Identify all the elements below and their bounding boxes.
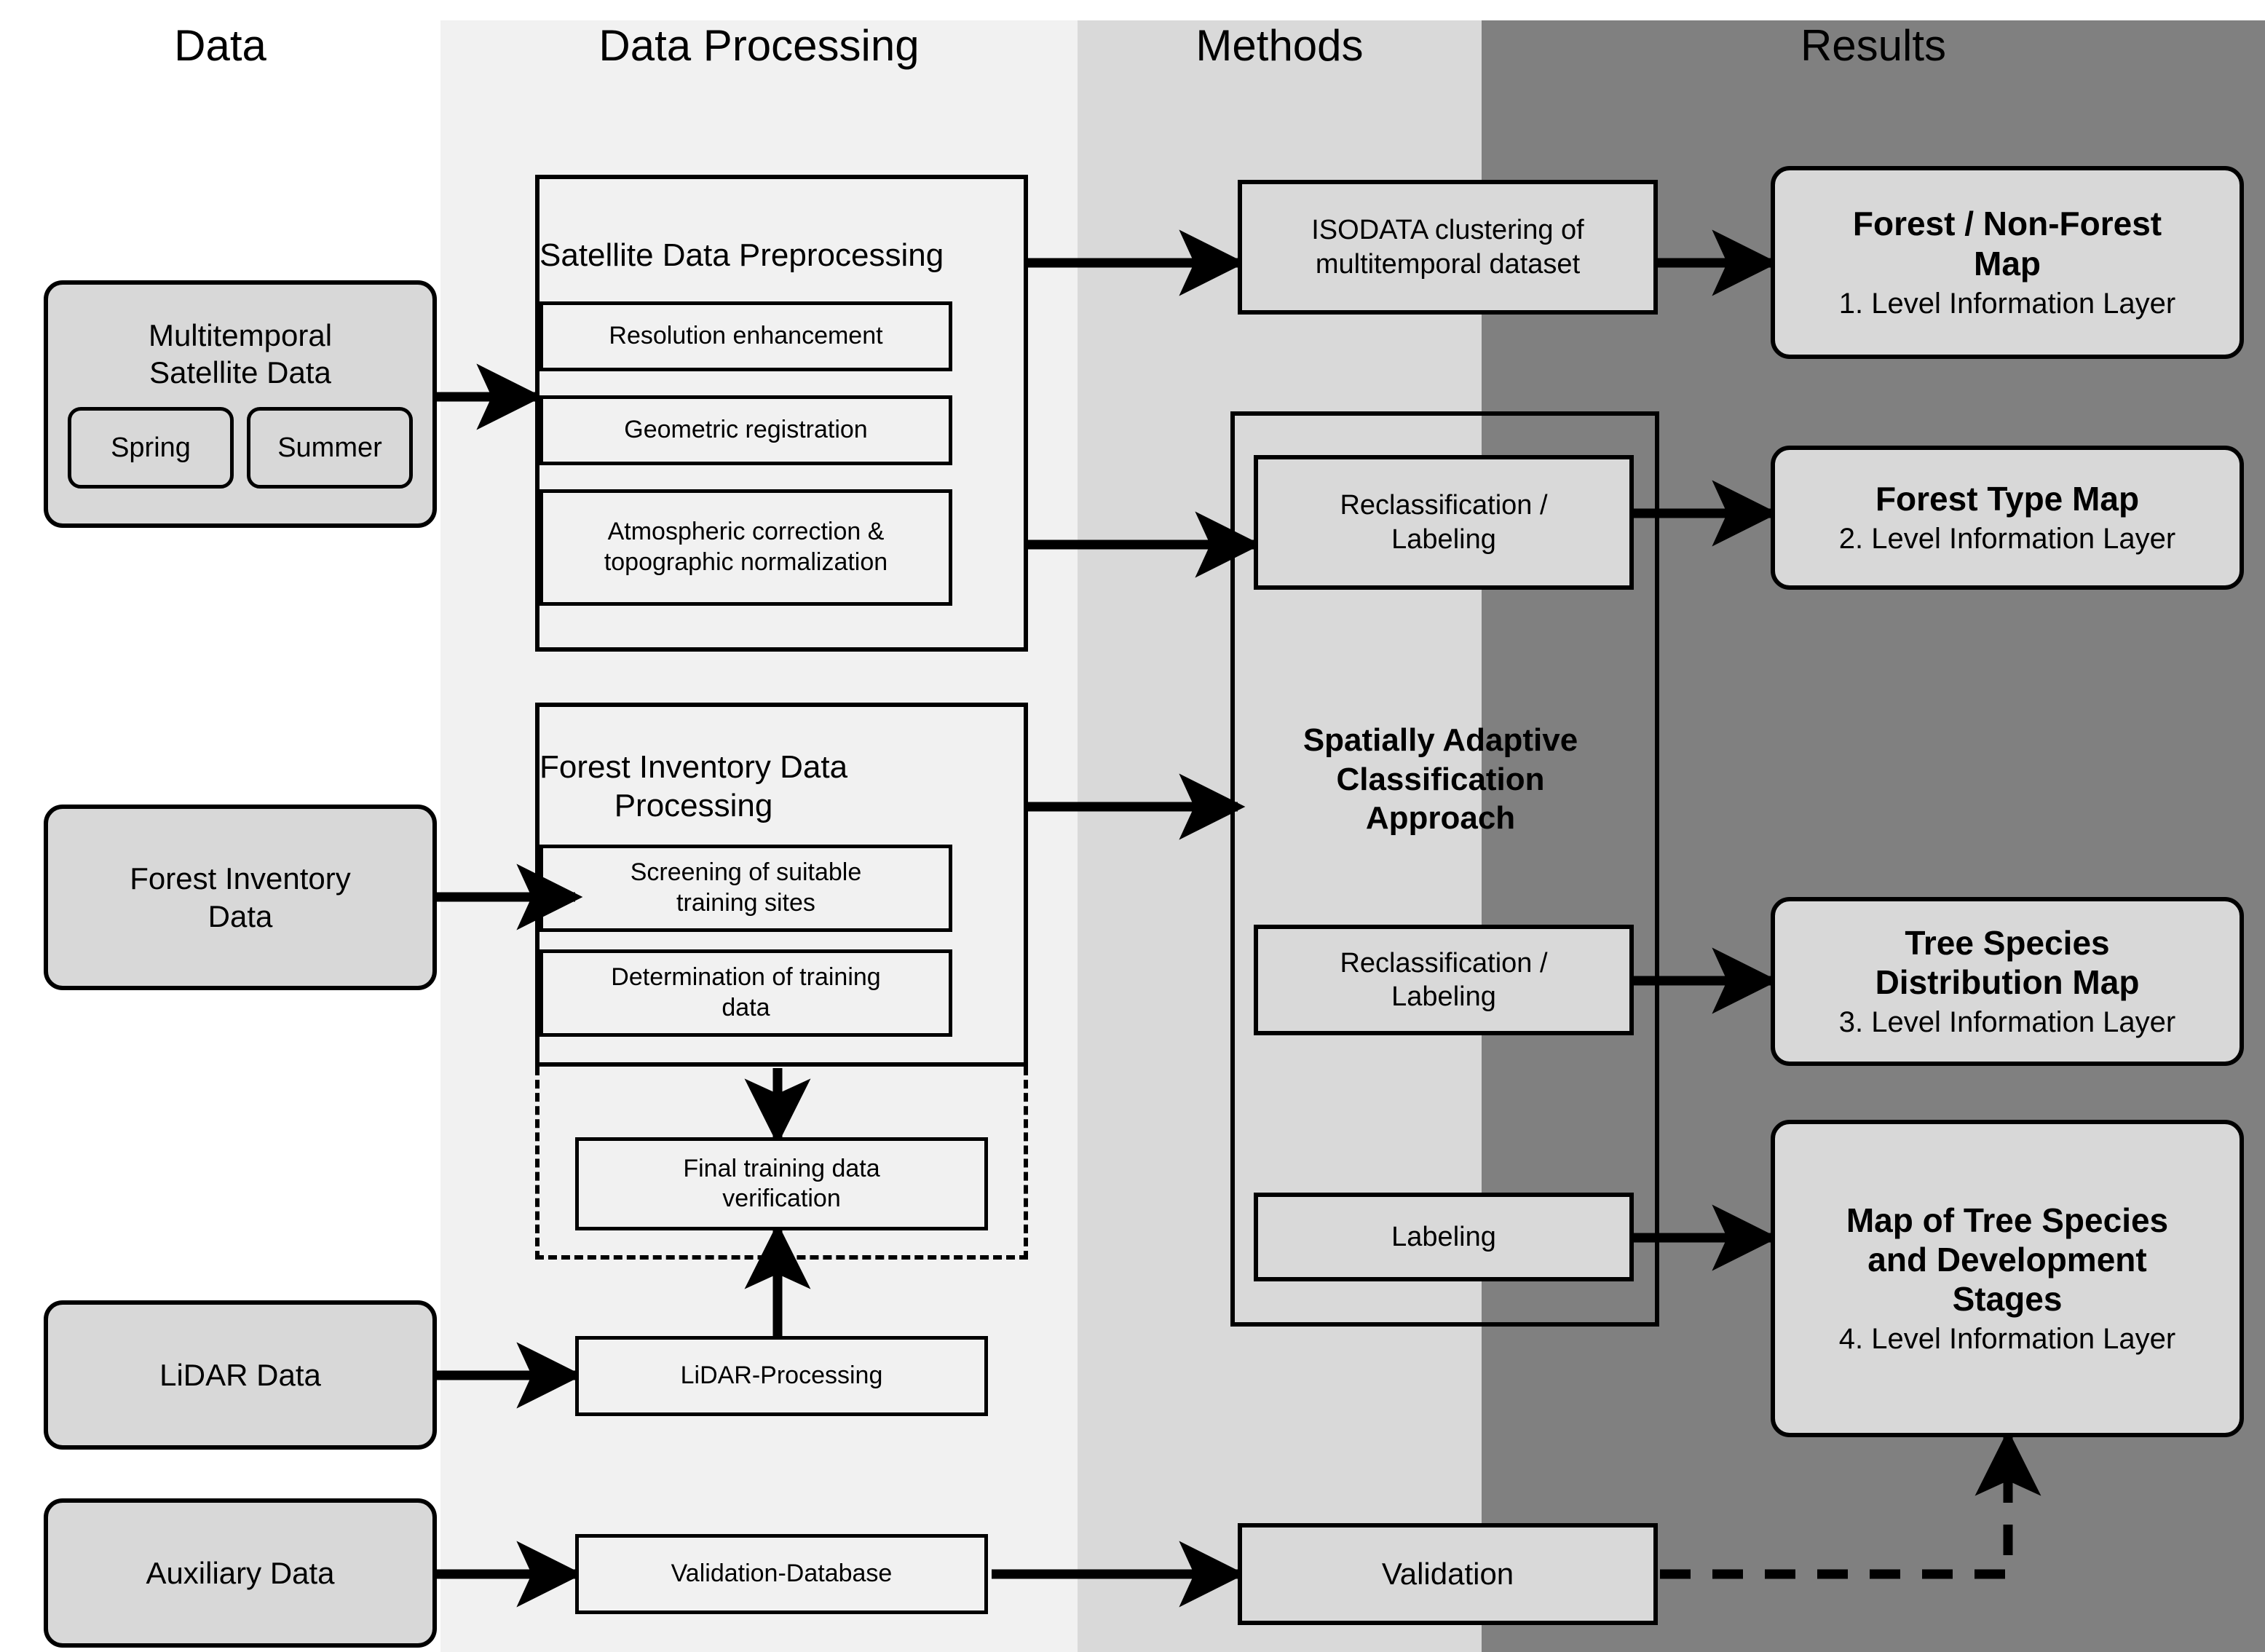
satellite-title-line1: Multitemporal (148, 317, 333, 352)
result-tree-species-distribution-map[interactable]: Tree Species Distribution Map 3. Level I… (1771, 897, 2244, 1066)
result-subtitle-3: 3. Level Information Layer (1838, 1006, 2176, 1039)
method-labeling[interactable]: Labeling (1254, 1193, 1634, 1281)
method-isodata-clustering[interactable]: ISODATA clustering of multitemporal data… (1238, 180, 1658, 315)
forest-inventory-title-line1: Forest Inventory (130, 861, 351, 896)
fid-processing-title-line2: Processing (614, 788, 773, 823)
result-forest-type-map[interactable]: Forest Type Map 2. Level Information Lay… (1771, 446, 2244, 590)
step-atmospheric-correction[interactable]: Atmospheric correction & topographic nor… (539, 489, 952, 606)
fid-processing-title: Forest Inventory Data Processing (539, 732, 847, 826)
method-validation[interactable]: Validation (1238, 1523, 1658, 1625)
result-title-1: Forest / Non-Forest Map (1852, 205, 2162, 282)
forest-inventory-title-line2: Data (207, 898, 273, 933)
satellite-subbox-summer[interactable]: Summer (247, 407, 413, 489)
fid-processing-title-line1: Forest Inventory Data (539, 749, 848, 786)
step-determination-training-data[interactable]: Determination of training data (539, 949, 952, 1037)
column-header-methods: Methods (1195, 21, 1364, 70)
column-header-data: Data (174, 21, 266, 70)
step-geometric-registration[interactable]: Geometric registration (539, 395, 952, 465)
method-reclassification-labeling-2[interactable]: Reclassification / Labeling (1254, 925, 1634, 1035)
column-header-data-processing: Data Processing (598, 21, 920, 70)
result-title-2: Forest Type Map (1875, 479, 2140, 518)
step-resolution-enhancement[interactable]: Resolution enhancement (539, 301, 952, 371)
group-satellite-data-preprocessing: Satellite Data Preprocessing Resolution … (535, 175, 1028, 652)
result-subtitle-2: 2. Level Information Layer (1838, 523, 2176, 556)
result-title-4: Map of Tree Species and Development Stag… (1846, 1201, 2169, 1319)
column-header-results: Results (1800, 21, 1947, 70)
group-spatially-adaptive-classification (1230, 411, 1659, 1327)
spatially-adaptive-title: Spatially Adaptive Classification Approa… (1303, 722, 1578, 837)
satellite-preprocessing-title: Satellite Data Preprocessing (539, 237, 944, 274)
result-subtitle-4: 4. Level Information Layer (1838, 1323, 2176, 1356)
result-map-tree-species-development-stages[interactable]: Map of Tree Species and Development Stag… (1771, 1120, 2244, 1437)
data-node-satellite[interactable]: Multitemporal Satellite Data Spring Summ… (44, 280, 437, 528)
result-forest-non-forest-map[interactable]: Forest / Non-Forest Map 1. Level Informa… (1771, 166, 2244, 359)
step-screening-training-sites[interactable]: Screening of suitable training sites (539, 844, 952, 932)
method-reclassification-labeling-1[interactable]: Reclassification / Labeling (1254, 455, 1634, 590)
result-title-3: Tree Species Distribution Map (1875, 923, 2140, 1001)
result-subtitle-1: 1. Level Information Layer (1838, 287, 2176, 320)
dashed-verification-container (535, 1067, 1028, 1260)
data-node-forest-inventory[interactable]: Forest Inventory Data (44, 805, 437, 990)
satellite-title-line2: Satellite Data (149, 355, 331, 390)
satellite-subbox-spring[interactable]: Spring (68, 407, 234, 489)
data-node-lidar[interactable]: LiDAR Data (44, 1300, 437, 1450)
group-forest-inventory-data-processing: Forest Inventory Data Processing Screeni… (535, 703, 1028, 1067)
data-node-auxiliary[interactable]: Auxiliary Data (44, 1498, 437, 1648)
step-lidar-processing[interactable]: LiDAR-Processing (575, 1336, 988, 1416)
step-validation-database[interactable]: Validation-Database (575, 1534, 988, 1614)
step-final-training-data-verification[interactable]: Final training data verification (575, 1137, 988, 1230)
